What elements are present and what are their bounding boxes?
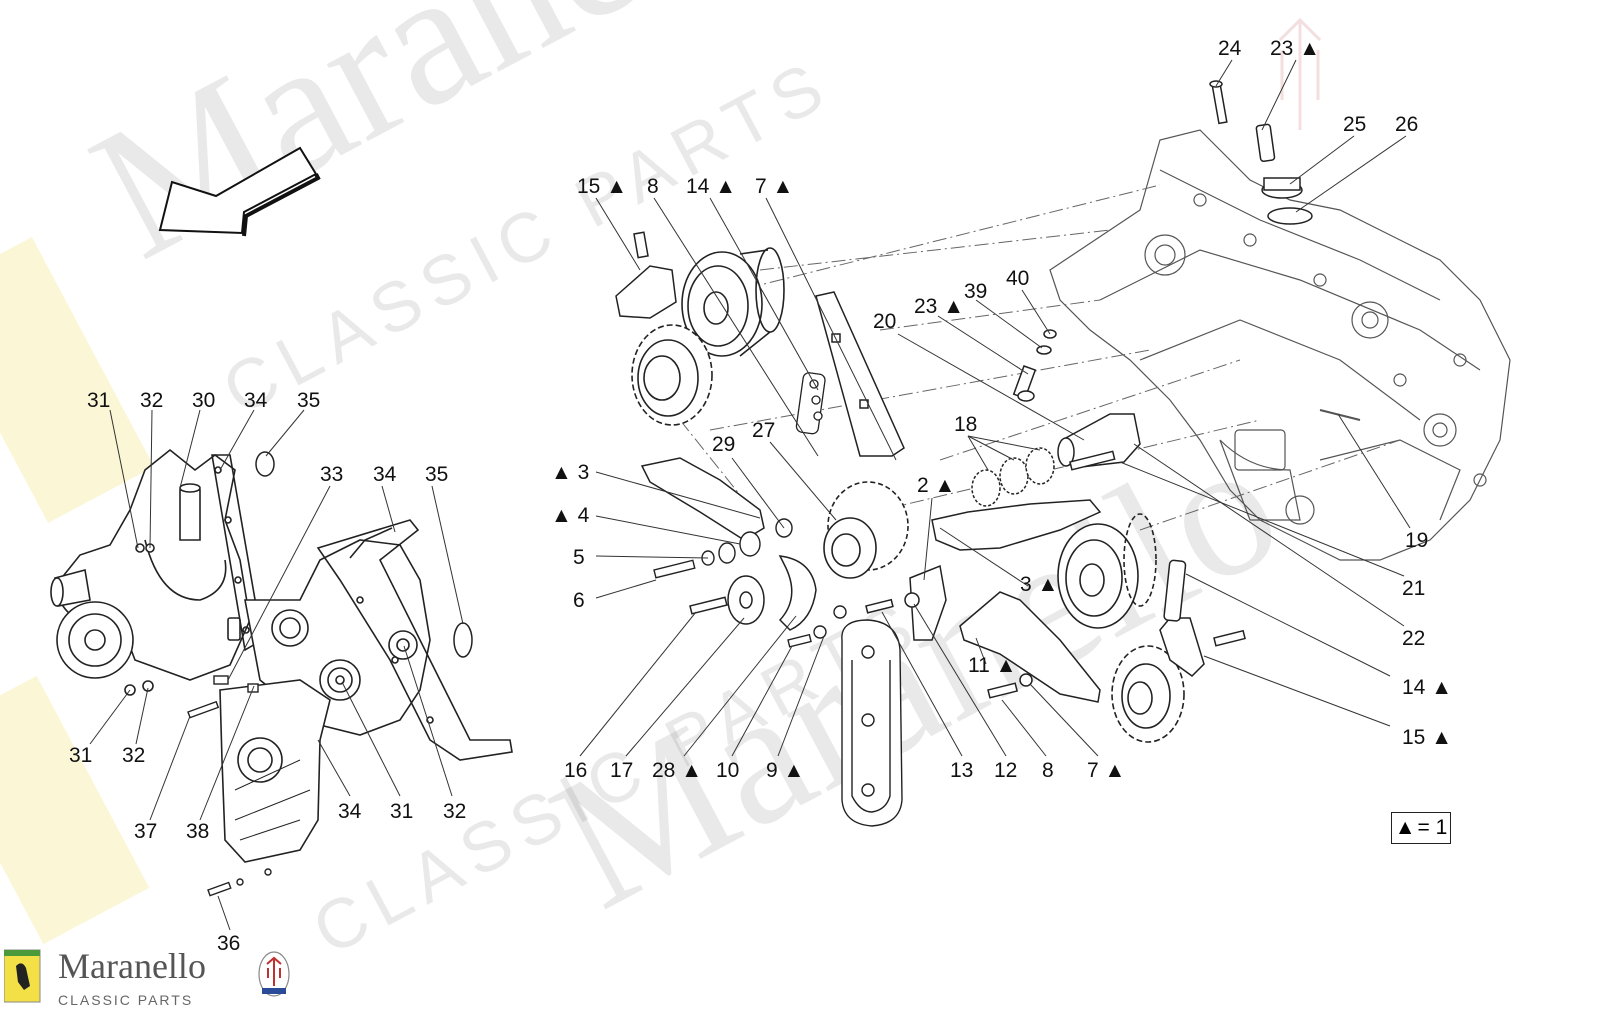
- callout-15-lower: 15 ▲: [1402, 726, 1452, 749]
- callout-34-b: 34: [373, 463, 397, 486]
- cam-pulley-lower-right: [1057, 513, 1157, 629]
- callout-24: 24: [1218, 37, 1242, 60]
- callout-25: 25: [1343, 113, 1367, 136]
- plug-23-39-40: [1012, 329, 1057, 402]
- lower-cover-plate: [219, 679, 331, 863]
- callout-6: 6: [573, 589, 585, 612]
- ferrari-shield-icon: [4, 949, 41, 1003]
- cover-frame-34: [316, 519, 513, 761]
- callout-8-lower: 8: [1042, 759, 1054, 782]
- oring-35-upper: [255, 451, 275, 477]
- callout-35-b: 35: [425, 463, 449, 486]
- tensioner-arm-3-left: [640, 457, 765, 541]
- callout-3-left: ▲ 3: [551, 461, 590, 484]
- callout-34-c: 34: [338, 800, 362, 823]
- trident-watermark: [1278, 17, 1322, 130]
- callout-20: 20: [873, 310, 897, 333]
- legend-key: ▲ = 1: [1391, 812, 1451, 844]
- callout-17: 17: [610, 759, 634, 782]
- brand-name: Maranello: [58, 946, 206, 986]
- callout-18: 18: [954, 413, 978, 436]
- oring-35-lower: [453, 622, 473, 658]
- bolt-6: [653, 559, 696, 579]
- callout-15-upper: 15 ▲: [577, 175, 627, 198]
- callout-32-b: 32: [122, 744, 146, 767]
- callout-29: 29: [712, 433, 736, 456]
- sprockets-18: [971, 447, 1055, 507]
- callout-8-upper: 8: [647, 175, 659, 198]
- callout-19: 19: [1405, 529, 1429, 552]
- callout-32: 32: [140, 389, 164, 412]
- damper-17: [689, 575, 765, 625]
- callout-16: 16: [564, 759, 588, 782]
- callout-39: 39: [964, 280, 988, 303]
- callout-4: ▲ 4: [551, 504, 590, 527]
- brand-logo-graphics: [4, 949, 290, 1003]
- callout-2: 2 ▲: [917, 474, 956, 497]
- callout-5: 5: [573, 546, 585, 569]
- callout-40: 40: [1006, 267, 1030, 290]
- callout-27: 27: [752, 419, 776, 442]
- water-pump-housing: [50, 448, 251, 696]
- callout-13: 13: [950, 759, 974, 782]
- callout-3-right: 3 ▲: [1020, 573, 1059, 596]
- callout-31-c: 31: [390, 800, 414, 823]
- callout-14-lower: 14 ▲: [1402, 676, 1452, 699]
- callout-21: 21: [1402, 577, 1426, 600]
- callout-26: 26: [1395, 113, 1419, 136]
- callout-30: 30: [192, 389, 216, 412]
- callout-31: 31: [87, 389, 111, 412]
- callout-36: 36: [217, 932, 241, 955]
- legend-text: = 1: [1417, 816, 1448, 839]
- callout-10: 10: [716, 759, 740, 782]
- maserati-trident-icon: [258, 951, 290, 997]
- timing-chain-main: [841, 619, 903, 827]
- bracket-15-upper: [615, 231, 677, 319]
- bolts-9-10: [787, 605, 847, 648]
- guide-pin-20: [1057, 413, 1141, 471]
- leader-lines: [89, 59, 1411, 931]
- callout-32-c: 32: [443, 800, 467, 823]
- callout-9: 9 ▲: [766, 759, 805, 782]
- callout-37: 37: [134, 820, 158, 843]
- tensioner-13-12: [865, 564, 947, 641]
- callout-12: 12: [994, 759, 1018, 782]
- callout-34: 34: [244, 389, 268, 412]
- cam-sprocket-lower-right: [1111, 645, 1185, 743]
- callout-23-top: 23 ▲: [1270, 37, 1320, 60]
- callout-23-mid: 23 ▲: [914, 295, 964, 318]
- callout-33: 33: [320, 463, 344, 486]
- callout-38: 38: [186, 820, 210, 843]
- callout-22: 22: [1402, 627, 1426, 650]
- callout-7-lower: 7 ▲: [1087, 759, 1126, 782]
- ferrari-emblem-watermark: [0, 237, 155, 945]
- chain-upper-left: [795, 372, 826, 435]
- callout-11: 11 ▲: [968, 654, 1017, 677]
- fastener-bolts-left: [187, 675, 272, 897]
- tensioner-25-26: [1209, 80, 1313, 225]
- callout-35: 35: [297, 389, 321, 412]
- legend-triangle-icon: ▲: [1394, 816, 1416, 839]
- brand-subtitle: CLASSIC PARTS: [58, 992, 194, 1008]
- callout-31-b: 31: [69, 744, 93, 767]
- chain-guide-28: [778, 555, 817, 631]
- callout-14-upper: 14 ▲: [686, 175, 736, 198]
- direction-arrow: [158, 146, 321, 237]
- chain-guide-3-right: [931, 499, 1102, 551]
- cam-pulley-upper-left: [681, 247, 785, 357]
- callout-28: 28 ▲: [652, 759, 702, 782]
- bracket-11-7-lower: [959, 559, 1246, 703]
- callout-7-upper: 7 ▲: [755, 175, 794, 198]
- crank-gear-27: [823, 481, 909, 579]
- cam-sprocket-upper-left: [631, 324, 713, 426]
- engine-block-outline: [1049, 129, 1511, 561]
